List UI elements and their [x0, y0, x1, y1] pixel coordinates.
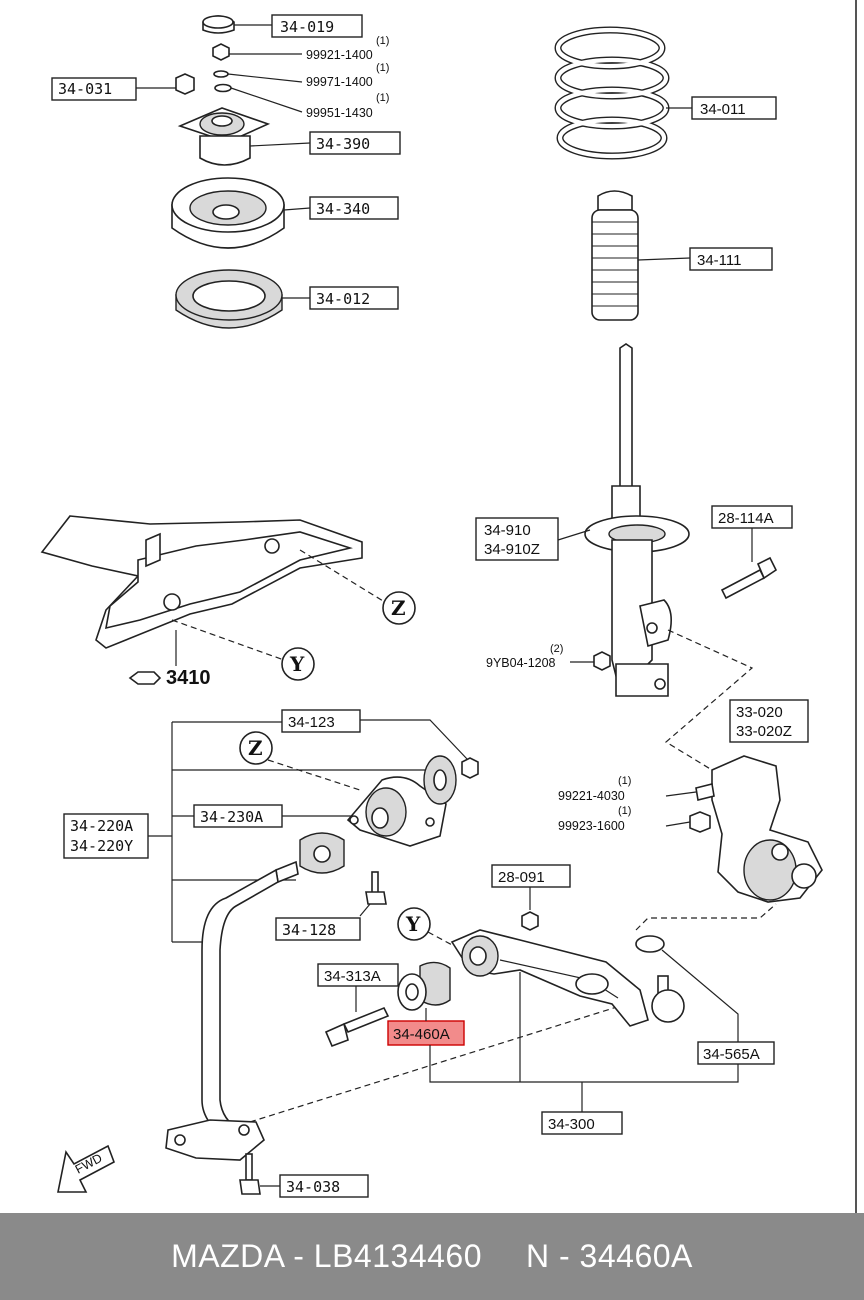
circle-y-bottom: [397, 907, 431, 941]
spring-insulator-part: [175, 269, 283, 329]
label-box-28-091: [491, 864, 571, 888]
nut-washers-part: [212, 43, 232, 93]
qty-99951: (1): [376, 92, 389, 104]
label-34-910z: 34-910Z: [484, 541, 540, 558]
stabilizer-bar-part: [165, 860, 299, 1161]
label-box-34-123: [281, 709, 361, 733]
label-box-34-313a: [317, 963, 399, 987]
label-box-34-128: [275, 917, 361, 941]
label-box-34-011: [691, 96, 777, 120]
brand-part-number: MAZDA - LB4134460: [171, 1238, 482, 1274]
label-box-33-020: [729, 699, 809, 743]
label-34-460a: 34-460A: [393, 1026, 450, 1043]
circle-z-top-label: Z: [391, 596, 406, 620]
label-34-300: 34-300: [548, 1116, 595, 1133]
label-28-114a: 28-114A: [718, 510, 774, 527]
label-34-220a: 34-220A: [70, 817, 133, 835]
label-99921-1400: 99921-1400: [306, 48, 373, 62]
spring-seat-part: [171, 177, 285, 249]
stabilizer-bushing-part: [299, 832, 345, 874]
qty-99923: (1): [618, 805, 631, 817]
arm-bolt-part: [324, 1006, 390, 1048]
label-33-020z: 33-020Z: [736, 723, 792, 740]
lock-nut-part: [175, 73, 195, 95]
stabilizer-bracket-part: [346, 755, 479, 847]
steering-knuckle-part: [711, 755, 823, 903]
label-9yb04-1208: 9YB04-1208: [486, 656, 556, 670]
fwd-arrow-icon: FWD: [57, 1144, 115, 1193]
arm-nut-part: [521, 911, 539, 931]
label-34-910: 34-910: [484, 522, 531, 539]
highlighted-part-box: [387, 1020, 465, 1046]
ref-arrow-icon: [128, 671, 162, 685]
label-box-34-019: [271, 14, 363, 38]
shock-absorber-part: [584, 343, 690, 697]
label-34-031: 34-031: [58, 80, 112, 98]
exploded-parts-diagram: 34-019 (1) 99921-1400 (1) 99971-1400 (1)…: [40, 0, 857, 1213]
bump-stop-boot-part: [591, 190, 639, 321]
label-34-019: 34-019: [280, 18, 334, 36]
label-34-038: 34-038: [286, 1178, 340, 1196]
dust-cap-part: [202, 15, 235, 34]
label-34-390: 34-390: [316, 135, 370, 153]
label-box-28-114a: [711, 505, 793, 529]
label-34-111: 34-111: [697, 252, 741, 269]
oem-part-number: N - 34460A: [526, 1238, 693, 1274]
label-box-34-910: [475, 517, 559, 561]
part-number-footer: MAZDA - LB4134460 N - 34460A: [0, 1213, 864, 1300]
crossmember-part: [40, 515, 363, 649]
label-box-34-340: [309, 196, 399, 220]
label-box-34-111: [689, 247, 773, 271]
label-28-091: 28-091: [498, 869, 545, 886]
label-99923-1600: 99923-1600: [558, 819, 625, 833]
circle-y-bottom-label: Y: [405, 912, 421, 936]
strut-mount-part: [177, 107, 271, 166]
link-bolt-part: [239, 1153, 261, 1195]
label-99971-1400: 99971-1400: [306, 75, 373, 89]
label-box-34-300: [541, 1111, 623, 1135]
qty-99921: (1): [376, 35, 389, 47]
circle-z-top: [382, 591, 416, 625]
bracket-bolt-part: [365, 871, 387, 905]
label-34-565a: 34-565A: [703, 1046, 760, 1063]
label-99951-1430: 99951-1430: [306, 106, 373, 120]
label-33-020: 33-020: [736, 704, 783, 721]
circle-y-top-label: Y: [289, 652, 305, 676]
qty-9yb04: (2): [550, 643, 563, 655]
cotter-pin-part: [695, 783, 715, 801]
circle-z-bottom-label: Z: [248, 736, 263, 760]
lower-arm-part: [450, 929, 649, 1027]
label-box-34-012: [309, 286, 399, 310]
castle-nut-part: [689, 811, 711, 833]
label-34-011: 34-011: [700, 101, 746, 118]
label-34-128: 34-128: [282, 921, 336, 939]
label-34-220y: 34-220Y: [70, 837, 133, 855]
circle-y-top: [281, 647, 315, 681]
label-99221-4030: 99221-4030: [558, 789, 625, 803]
label-box-34-038: [279, 1174, 369, 1198]
circle-z-bottom: [239, 731, 273, 765]
label-box-34-390: [309, 131, 401, 155]
qty-99221: (1): [618, 775, 631, 787]
label-34-123: 34-123: [288, 714, 335, 731]
strut-nut-part: [593, 651, 611, 671]
arm-bushing-part: [397, 961, 451, 1011]
strut-bolt-part: [720, 556, 778, 600]
label-34-012: 34-012: [316, 290, 370, 308]
label-box-34-220a: [63, 813, 149, 859]
label-box-34-031: [51, 77, 137, 101]
qty-99971: (1): [376, 62, 389, 74]
ball-joint-part: [635, 935, 685, 1023]
ref-3410: 3410: [166, 667, 211, 689]
label-34-230a: 34-230A: [200, 808, 263, 826]
label-34-313a: 34-313A: [324, 968, 381, 985]
label-box-34-565a: [697, 1041, 775, 1065]
label-34-340: 34-340: [316, 200, 370, 218]
